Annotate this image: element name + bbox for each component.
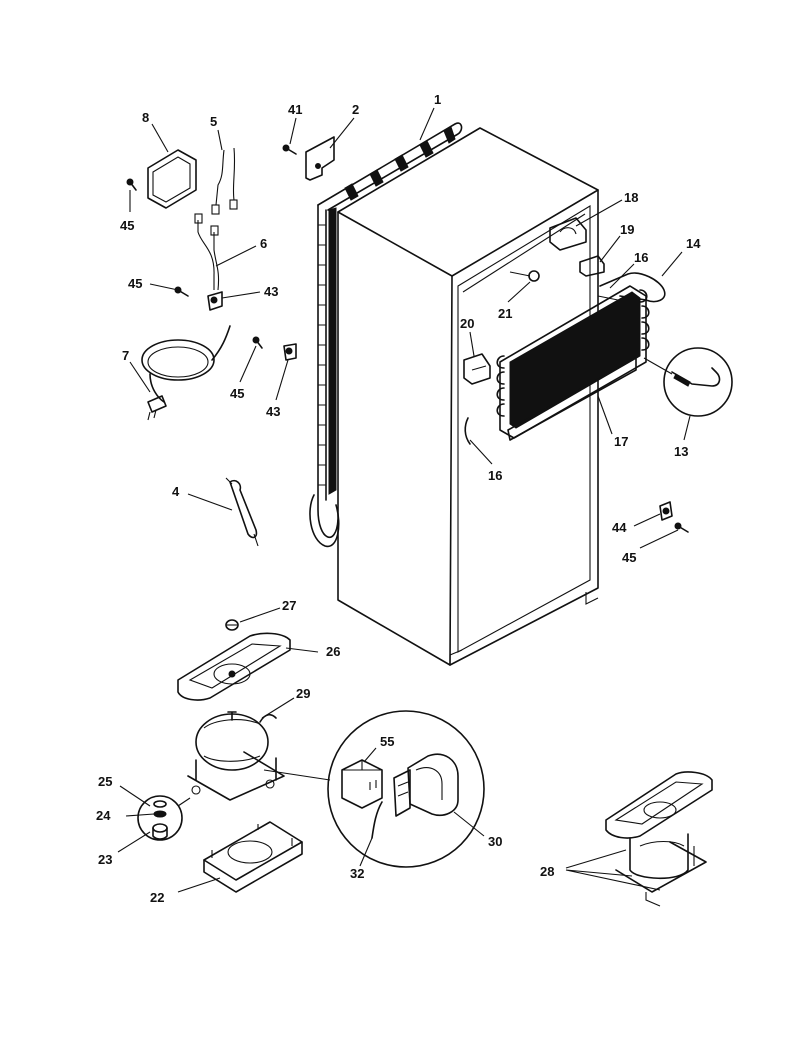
compressor-assembly-part-28	[605, 771, 713, 907]
wire-part-32	[371, 801, 383, 839]
label-32: 32	[350, 866, 364, 881]
wire-harness-part-6	[194, 213, 220, 291]
screw-part-21	[509, 270, 540, 282]
label-55: 55	[380, 734, 394, 749]
clip-part-43-a	[207, 291, 223, 311]
clip-part-43-b	[283, 343, 297, 361]
clip-part-44	[659, 501, 673, 521]
evaporator-tube-part-14	[597, 272, 666, 303]
label-16-a: 16	[634, 250, 648, 265]
label-23: 23	[98, 852, 112, 867]
label-4: 4	[172, 484, 180, 499]
drier-part-4	[225, 477, 259, 547]
bracket-part-19	[579, 255, 605, 277]
part-labels: 1 2 41 8 5 45 6 45 43 7 45 43 4 18 19 16…	[96, 92, 701, 905]
screw-part-45-d	[674, 522, 689, 533]
label-16-b: 16	[488, 468, 502, 483]
label-18: 18	[624, 190, 638, 205]
label-29: 29	[296, 686, 310, 701]
panel-part-8	[147, 149, 197, 209]
detail-circle-part-13	[643, 347, 733, 417]
label-44: 44	[612, 520, 627, 535]
label-5: 5	[210, 114, 217, 129]
label-45-d: 45	[622, 550, 636, 565]
evaporator-part-17	[496, 285, 650, 441]
label-24: 24	[96, 808, 111, 823]
label-8: 8	[142, 110, 149, 125]
label-43-a: 43	[264, 284, 278, 299]
grommet-part-27	[225, 619, 239, 631]
label-19: 19	[620, 222, 634, 237]
label-2: 2	[352, 102, 359, 117]
drain-pan-part-26	[177, 632, 291, 701]
condenser-coil-part-1	[309, 122, 463, 548]
label-14: 14	[686, 236, 701, 251]
compressor-base-part-22	[203, 821, 303, 893]
compressor-part-29	[187, 711, 331, 801]
power-cord-part-7	[141, 325, 231, 421]
label-41: 41	[288, 102, 302, 117]
screw-part-41	[282, 144, 297, 155]
label-22: 22	[150, 890, 164, 905]
label-1: 1	[434, 92, 441, 107]
screw-part-45-b	[174, 286, 189, 297]
label-20: 20	[460, 316, 474, 331]
label-43-b: 43	[266, 404, 280, 419]
tube-part-16	[464, 417, 471, 445]
label-21: 21	[498, 306, 512, 321]
screw-part-45-c	[252, 336, 263, 349]
overload-part-30	[393, 753, 459, 817]
screw-part-45-a	[126, 178, 137, 191]
label-17: 17	[614, 434, 628, 449]
label-6: 6	[260, 236, 267, 251]
label-45-a: 45	[120, 218, 134, 233]
relay-part-55	[341, 759, 383, 809]
label-27: 27	[282, 598, 296, 613]
label-26: 26	[326, 644, 340, 659]
bracket-part-18	[549, 217, 587, 251]
leader-lines	[117, 107, 691, 893]
bracket-part-20	[463, 353, 491, 385]
bracket-part-2	[305, 136, 335, 181]
label-45-c: 45	[230, 386, 244, 401]
electrical-detail-circle	[327, 710, 485, 868]
label-28: 28	[540, 864, 554, 879]
label-45-b: 45	[128, 276, 142, 291]
wire-harness-part-5	[211, 147, 238, 215]
label-25: 25	[98, 774, 112, 789]
label-30: 30	[488, 834, 502, 849]
label-13: 13	[674, 444, 688, 459]
label-7: 7	[122, 348, 129, 363]
